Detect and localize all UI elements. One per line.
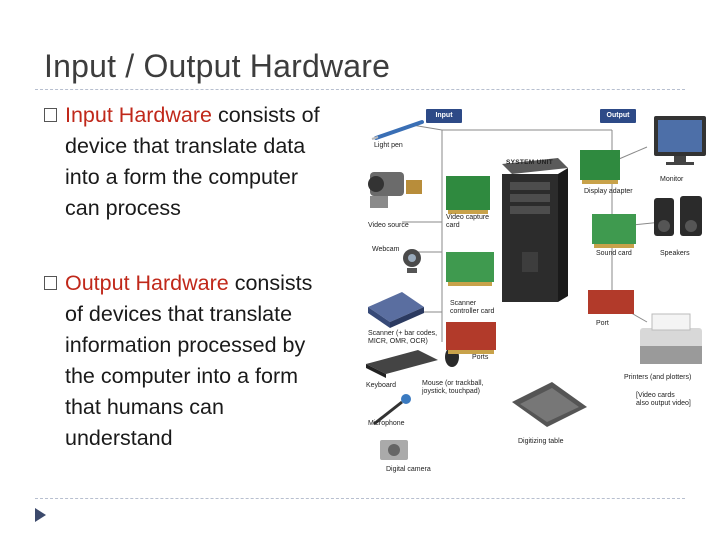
title-divider <box>35 89 685 90</box>
bullet-input-hardware: Input Hardware consists of device that t… <box>44 100 354 224</box>
system-unit-label: SYSTEM UNIT <box>506 159 553 166</box>
display-adapter-label: Display adapter <box>584 188 633 195</box>
bullet-line: can process <box>65 196 181 220</box>
bullet-line: the computer into a form <box>65 364 299 388</box>
ports-label: Ports <box>472 354 489 361</box>
port-label: Port <box>596 320 609 327</box>
video-cards-note: [Video cards also output video] <box>636 392 691 407</box>
bullet-text: consists of <box>212 103 320 127</box>
digital-camera-icon <box>380 440 408 460</box>
slide-nav-arrow-icon[interactable] <box>35 508 46 522</box>
bullet-line: of devices that translate <box>65 302 293 326</box>
light-pen-label: Light pen <box>374 142 403 149</box>
scanner-card-label: Scanner controller card <box>450 300 495 315</box>
scanner-label: Scanner (+ bar codes, MICR, OMR, OCR) <box>368 330 438 345</box>
expansion-card-icons <box>446 176 496 354</box>
webcam-label: Webcam <box>372 246 400 253</box>
printer-icon <box>640 313 702 364</box>
output-card-icons <box>580 150 636 314</box>
bullet-marker <box>44 276 57 290</box>
webcam-icon <box>403 249 421 273</box>
output-tag: Output <box>600 109 636 123</box>
video-camera-icon <box>368 172 422 208</box>
monitor-label: Monitor <box>660 176 684 183</box>
digitizing-table-label: Digitizing table <box>518 438 564 445</box>
bullet-line: device that translate data <box>65 134 306 158</box>
bullet-line: that humans can <box>65 395 224 419</box>
io-hardware-diagram: Input Output SYSTEM UNIT Light pen Video… <box>362 102 710 473</box>
speakers-label: Speakers <box>660 250 690 257</box>
system-unit-icon <box>502 158 568 302</box>
footer-divider <box>35 498 685 499</box>
scanner-icon <box>368 292 424 328</box>
mouse-label: Mouse (or trackball, joystick, touchpad) <box>422 380 484 395</box>
bullet-line: understand <box>65 426 173 450</box>
slide-title: Input / Output Hardware <box>44 48 391 84</box>
bullet-line: information processed by <box>65 333 306 357</box>
monitor-icon <box>654 116 706 165</box>
input-tag: Input <box>426 109 462 123</box>
keyboard-icon <box>366 350 438 378</box>
light-pen-icon <box>371 120 424 140</box>
microphone-label: Microphone <box>368 420 405 427</box>
video-source-label: Video source <box>368 222 409 229</box>
keyboard-label: Keyboard <box>366 382 396 389</box>
bullet-text: consists <box>228 271 313 295</box>
term-output-hardware: Output Hardware <box>65 271 229 295</box>
bullet-output-hardware: Output Hardware consists of devices that… <box>44 268 354 454</box>
digitizing-tablet-icon <box>512 382 587 427</box>
sound-card-label: Sound card <box>596 250 632 257</box>
video-capture-card-label: Video capture card <box>446 214 490 229</box>
term-input-hardware: Input Hardware <box>65 103 212 127</box>
microphone-icon <box>373 394 411 426</box>
speaker-icons <box>654 196 702 236</box>
bullet-line: into a form the computer <box>65 165 299 189</box>
digital-camera-label: Digital camera <box>386 466 431 473</box>
diagram-graphics <box>366 116 706 460</box>
printers-label: Printers (and plotters) <box>624 374 692 381</box>
bullet-marker <box>44 108 57 122</box>
